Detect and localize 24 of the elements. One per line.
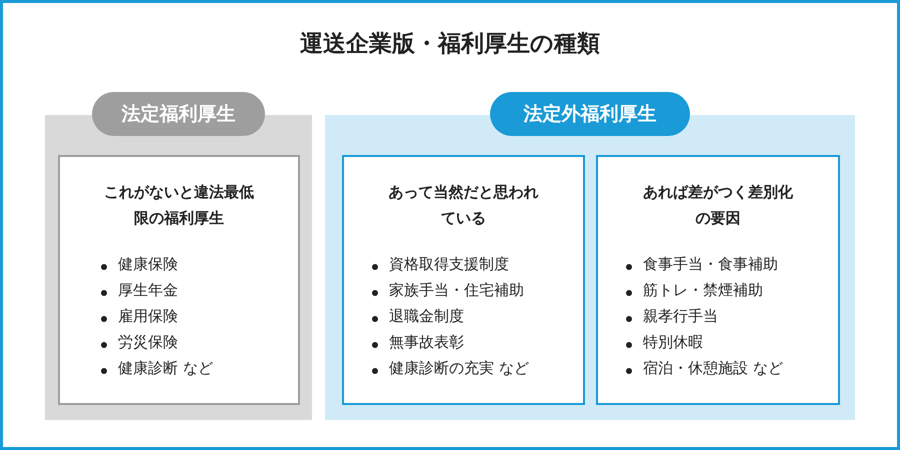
list-item: 健康診断 など bbox=[118, 359, 213, 378]
list-item: 筋トレ・禁煙補助 bbox=[643, 281, 763, 300]
list-item: 雇用保険 bbox=[118, 307, 178, 326]
list-item: 厚生年金 bbox=[118, 281, 178, 300]
list-item: 食事手当・食事補助 bbox=[643, 255, 778, 274]
category-heading: 法定外福利厚生 bbox=[490, 92, 690, 136]
category-card bbox=[596, 155, 840, 405]
category-card bbox=[58, 155, 300, 405]
category-heading: 法定福利厚生 bbox=[92, 92, 265, 136]
card-heading: あって当然だと思われている bbox=[388, 182, 538, 229]
list-item: 退職金制度 bbox=[389, 307, 464, 326]
list-item: 資格取得支援制度 bbox=[389, 255, 509, 274]
list-item: 無事故表彰 bbox=[389, 333, 464, 352]
list-item: 宿泊・休憩施設 など bbox=[643, 359, 783, 378]
list-item: 健康診断の充実 など bbox=[389, 359, 529, 378]
card-heading: あれば差がつく差別化の要因 bbox=[643, 182, 793, 229]
card-heading: これがないと違法最低限の福利厚生 bbox=[104, 182, 254, 229]
category-card bbox=[342, 155, 585, 405]
list-item: 健康保険 bbox=[118, 255, 178, 274]
list-item: 労災保険 bbox=[118, 333, 178, 352]
list-item: 家族手当・住宅補助 bbox=[389, 281, 524, 300]
list-item: 特別休暇 bbox=[643, 333, 703, 352]
diagram-title: 運送企業版・福利厚生の種類 bbox=[299, 30, 601, 59]
list-item: 親孝行手当 bbox=[643, 307, 718, 326]
